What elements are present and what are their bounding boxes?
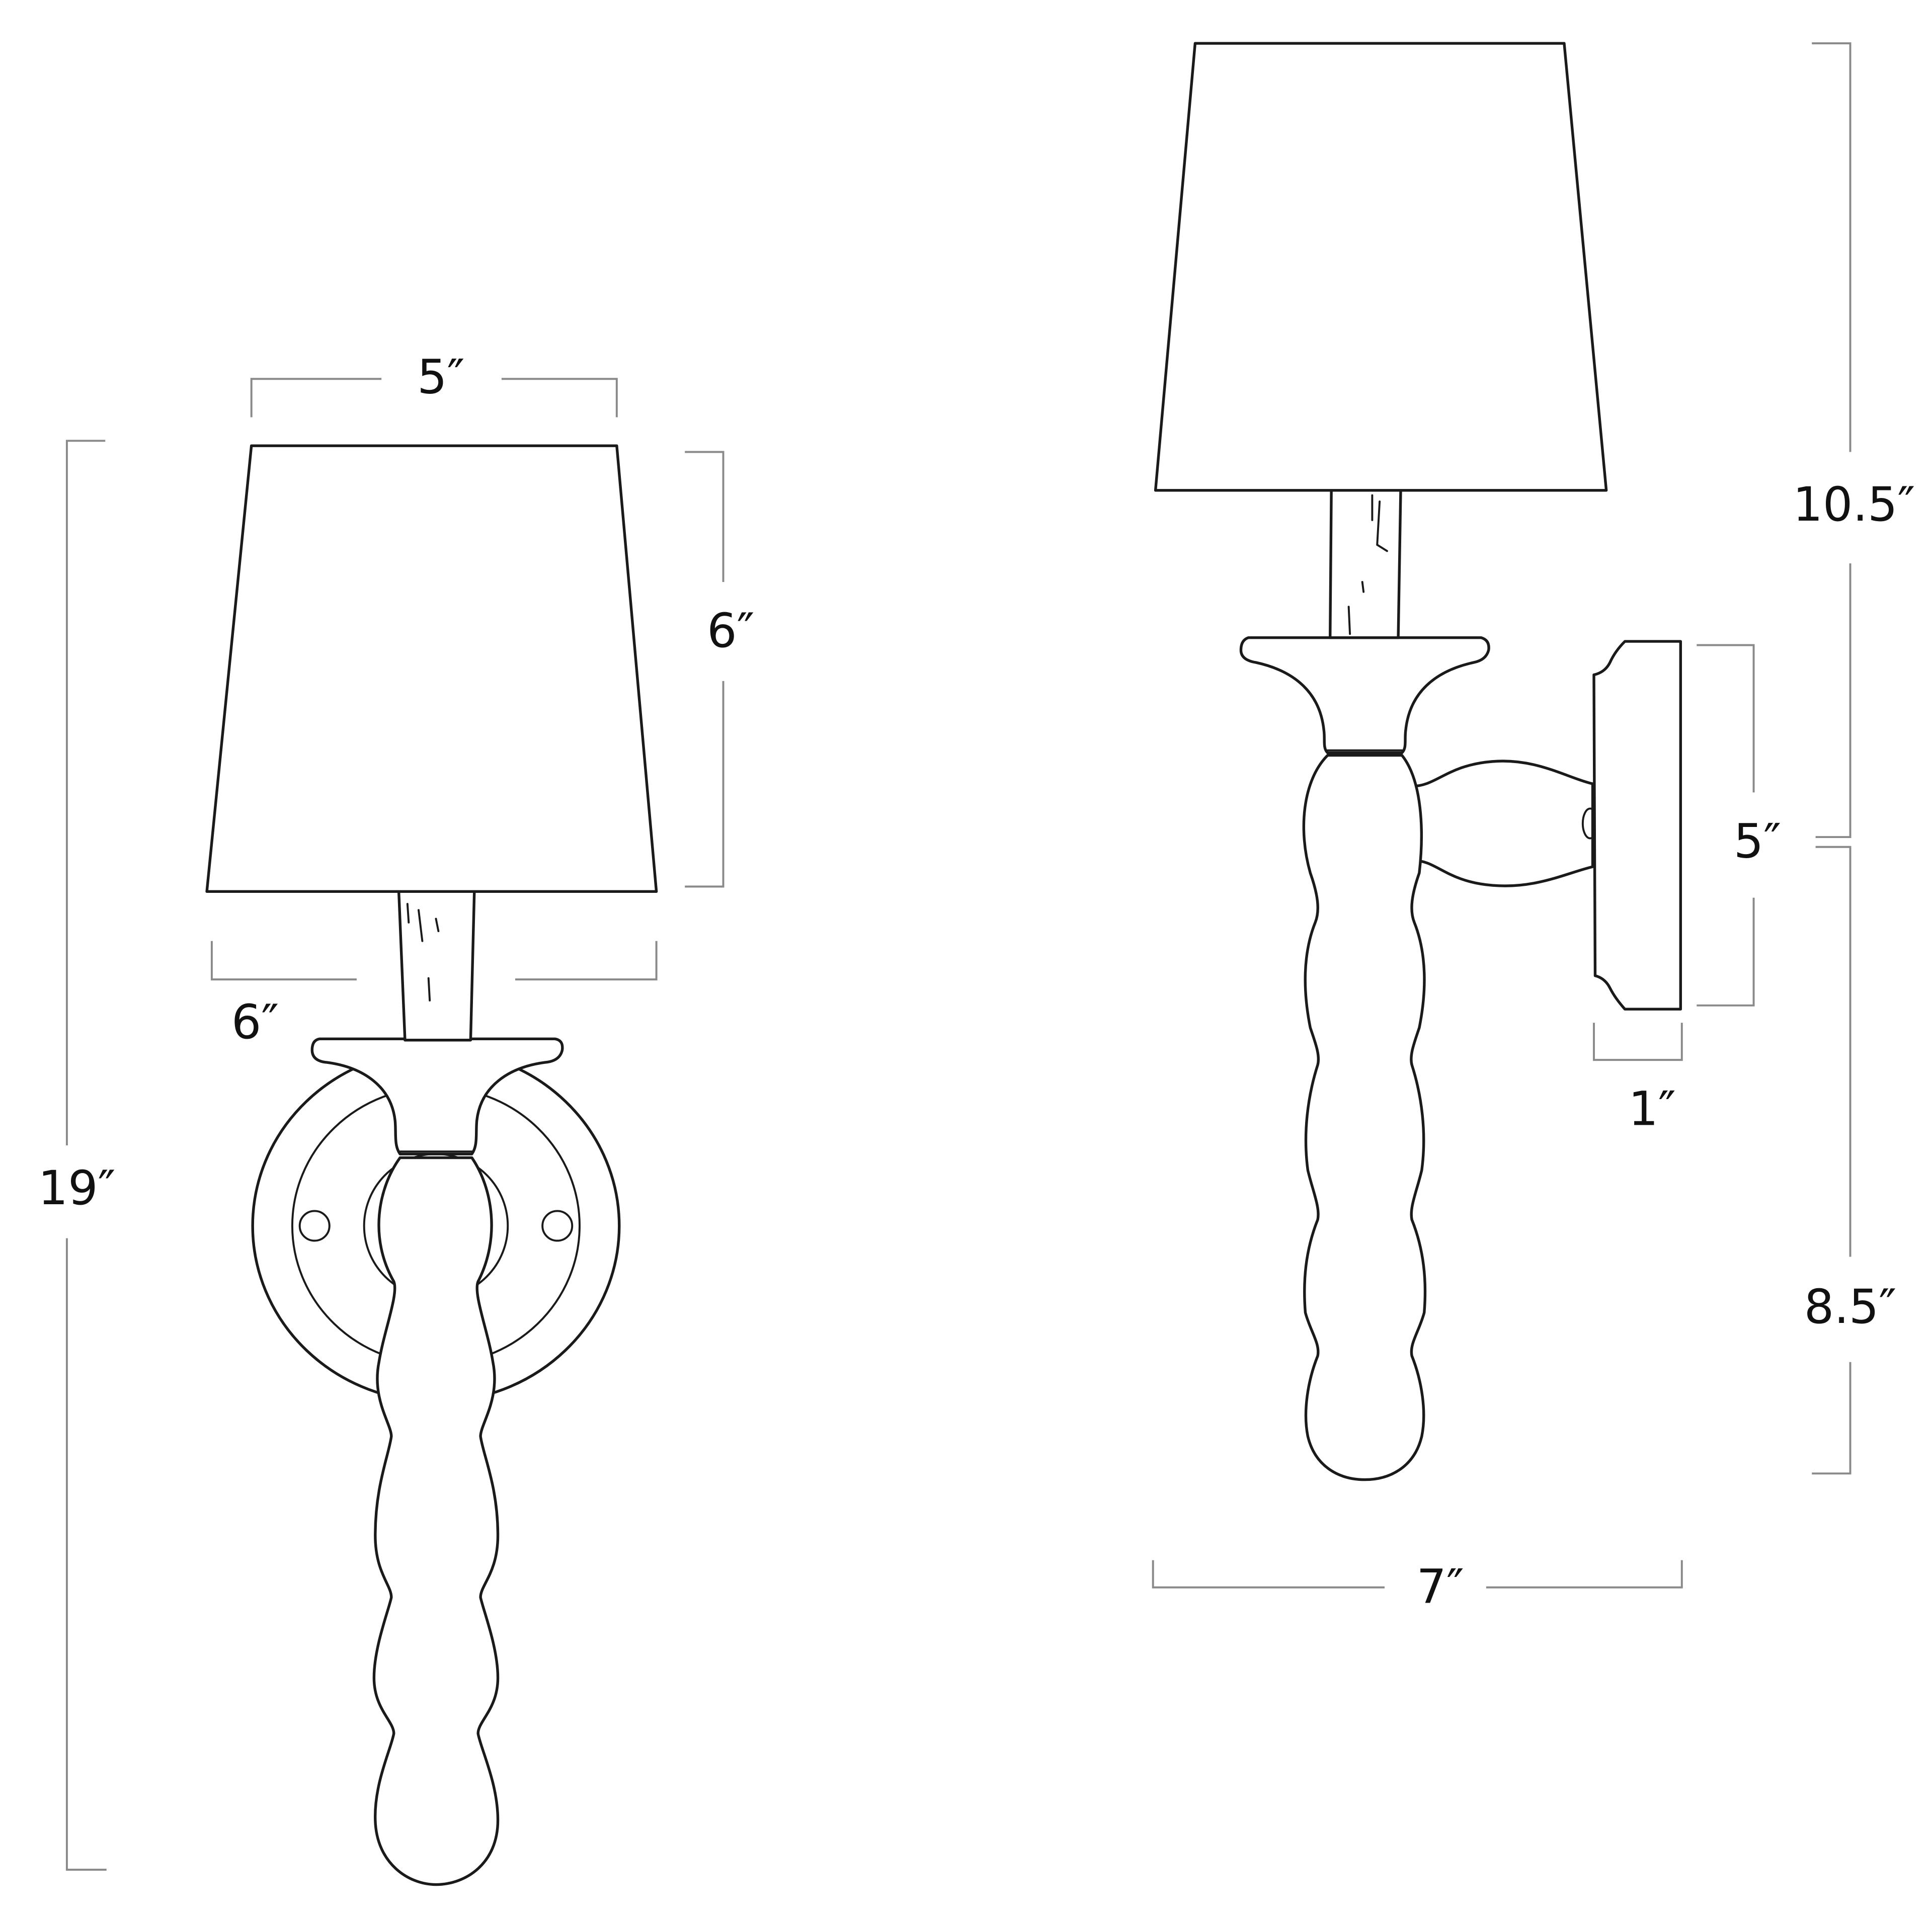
- side-lower-height-dimension: 8.5″: [1804, 846, 1897, 1475]
- side-upper-height-dimension: 10.5″: [1793, 42, 1915, 839]
- front-shade-bottom-width-dimension: 6″: [210, 941, 658, 1050]
- side-backplate: [1592, 640, 1682, 1011]
- label-lower-height: 8.5″: [1804, 1280, 1897, 1335]
- label-shade-top-width: 5″: [417, 350, 464, 405]
- side-candle-stem: [1328, 489, 1402, 639]
- label-extension: 7″: [1417, 1560, 1464, 1615]
- side-backplate-height-dimension: 5″: [1697, 644, 1781, 1007]
- side-arm: [1410, 760, 1594, 887]
- front-overall-height-dimension: 19″: [38, 440, 116, 1871]
- side-bobeche: [1239, 636, 1490, 755]
- side-extension-dimension: 7″: [1152, 1560, 1683, 1615]
- front-shade-height-dimension: 6″: [685, 451, 755, 888]
- front-view: 5″ 6″ 6″ 19″: [38, 350, 755, 1886]
- label-backplate-depth: 1″: [1628, 1081, 1675, 1136]
- label-shade-height: 6″: [707, 604, 754, 658]
- front-shade: [205, 444, 658, 893]
- mounting-hole-right-icon: [541, 1210, 574, 1242]
- front-shade-top-width-dimension: 5″: [250, 350, 618, 418]
- side-shade: [1154, 42, 1608, 492]
- label-overall-height: 19″: [38, 1161, 116, 1216]
- mounting-hole-left-icon: [298, 1210, 331, 1242]
- label-backplate-height: 5″: [1734, 814, 1781, 869]
- label-shade-bottom-width: 6″: [231, 995, 279, 1050]
- front-bobeche: [310, 1037, 564, 1155]
- label-upper-height: 10.5″: [1793, 477, 1915, 532]
- front-candle-stem: [397, 890, 476, 1042]
- side-backplate-depth-dimension: 1″: [1593, 1023, 1683, 1136]
- side-beaded-body: [1302, 754, 1427, 1481]
- side-view: 10.5″ 8.5″ 5″ 1″ 7″: [1152, 42, 1915, 1615]
- front-beaded-body: [372, 1156, 500, 1886]
